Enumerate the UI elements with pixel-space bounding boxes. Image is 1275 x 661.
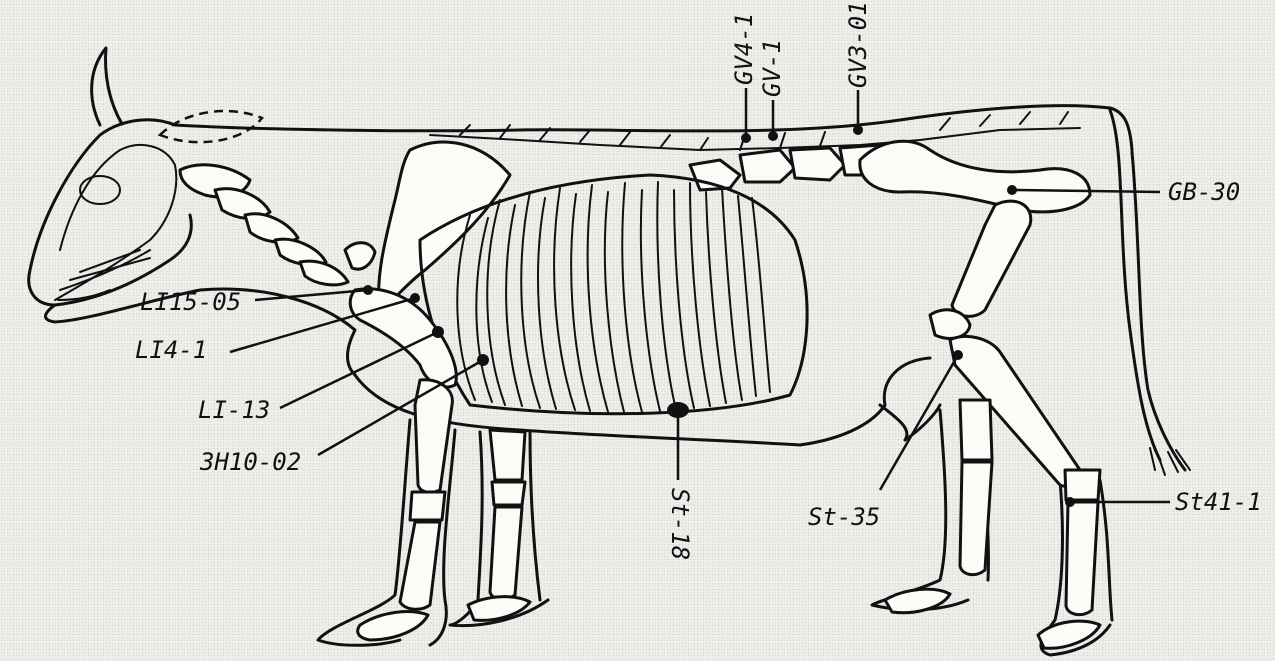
acupoint-dot-st41-1: [1065, 497, 1075, 507]
label-gb-30: GB-30: [1168, 178, 1240, 206]
acupoint-dot-li-13: [432, 326, 444, 338]
rib-cage: [420, 175, 807, 414]
label-st-18: St-18: [666, 488, 694, 560]
acupoint-dot-st-18: [667, 402, 689, 418]
front-limb-bones: [350, 289, 530, 640]
label-3h10-02: 3H10-02: [199, 448, 301, 476]
acupoint-dot-gv3-01: [853, 125, 863, 135]
label-gv4-1: GV4-1: [730, 13, 758, 85]
label-st41-1: St41-1: [1175, 488, 1262, 516]
label-gv3-01: GV3-01: [844, 1, 872, 88]
label-li15-05: LI15-05: [140, 288, 241, 316]
acupoint-dot-li4-1: [410, 293, 420, 303]
label-li-13: LI-13: [198, 396, 270, 424]
acupoint-dot-st-35: [953, 350, 963, 360]
label-li4-1: LI4-1: [135, 336, 207, 364]
hind-limb-bones: [860, 141, 1100, 648]
acupoint-dot-li15-05: [363, 285, 373, 295]
cervical-vertebrae: [180, 165, 348, 285]
acupoint-dot-gv-1: [768, 131, 778, 141]
acupoint-dot-3h10-02: [477, 354, 489, 366]
acupoint-dot-gv4-1: [741, 133, 751, 143]
label-gv-1: GV-1: [758, 39, 786, 97]
label-st-35: St-35: [808, 503, 880, 531]
acupoint-dot-gb-30: [1007, 185, 1017, 195]
